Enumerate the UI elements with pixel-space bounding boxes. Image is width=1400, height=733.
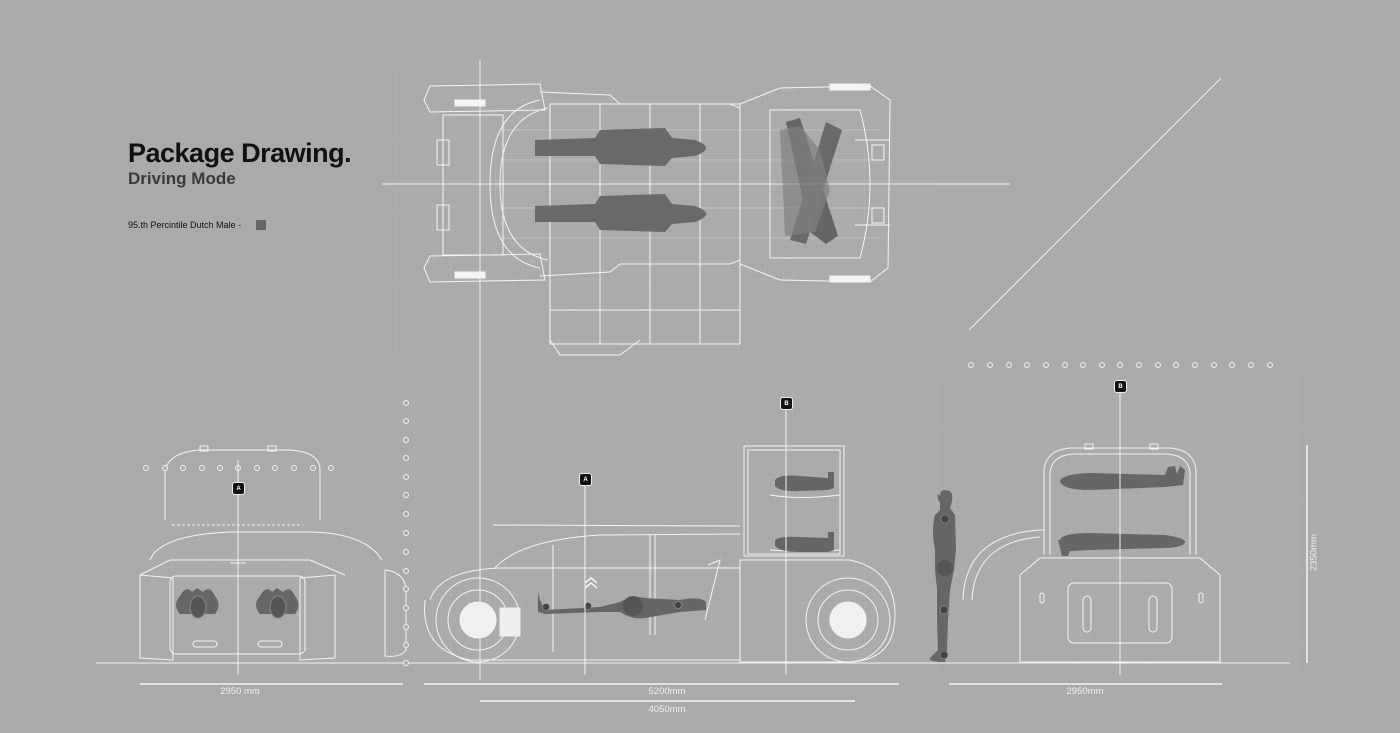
brand-chevron-icon [584,577,598,589]
side-bunk-humans [775,472,834,552]
callout-a-front: A [232,482,245,495]
dimension-side-wheelbase: 4050mm [648,704,686,715]
rear-grid [945,375,1300,675]
standing-human-reference [929,490,956,662]
front-view-marker-row [143,465,334,471]
side-reclined-human [538,592,706,619]
callout-a-side: A [579,473,592,486]
callout-b-side: B [780,397,793,410]
plan-human-figures [535,118,842,244]
rear-bunk-humans [1058,466,1185,556]
side-view-vertical-marker-column [403,400,409,666]
diagonal-guide-line [968,77,1222,331]
page-title: Package Drawing. [128,138,352,168]
construction-lines [96,60,1290,680]
legend: 95.th Percintile Dutch Male - [128,220,267,230]
legend-label: 95.th Percintile Dutch Male - [128,220,242,230]
dimension-rear-width: 2950mm [1066,686,1104,697]
dimension-rear-height: 2350mm [1308,534,1320,571]
rear-view-marker-row [968,362,1273,368]
page-subtitle: Driving Mode [128,169,236,188]
side-view [424,445,896,663]
dimension-front-width: 2950 mm [220,686,260,697]
front-seated-humans [176,588,299,619]
front-grid [95,475,405,675]
dimension-side-length: 5200mm [648,686,686,697]
dimension-lines [140,445,1308,702]
callout-b-rear: B [1114,380,1127,393]
human-figure-swatch-icon [256,220,267,230]
